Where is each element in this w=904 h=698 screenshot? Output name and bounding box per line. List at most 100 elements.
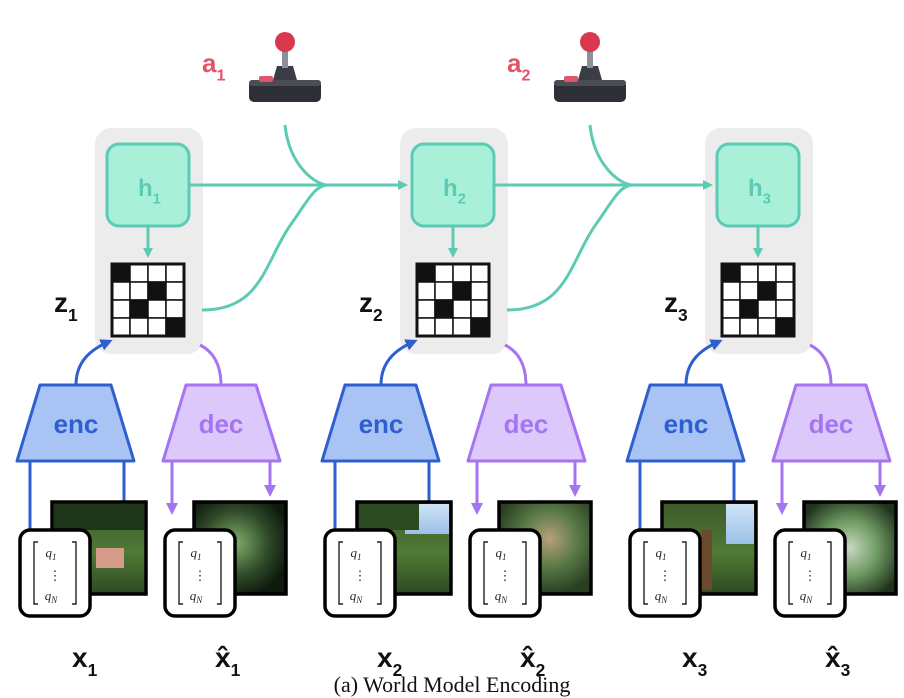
hidden-state-label: h3 bbox=[748, 175, 771, 208]
input-vector: q1⋮qN bbox=[323, 528, 397, 618]
output-vector-card bbox=[468, 528, 542, 618]
latent-label: z1 bbox=[54, 287, 78, 325]
encoder-label: enc bbox=[54, 409, 99, 439]
latent-cell bbox=[165, 299, 185, 319]
joystick-button bbox=[564, 76, 578, 82]
input-vector-bottom: qN bbox=[350, 588, 364, 605]
latent-grid bbox=[415, 262, 491, 338]
latent-cell bbox=[757, 263, 777, 283]
hidden-state-label-subscript: 1 bbox=[153, 192, 161, 208]
reconstruction-label: x̂2 bbox=[520, 642, 545, 680]
latent-grid-border bbox=[720, 262, 796, 338]
latent-cell bbox=[147, 281, 167, 301]
decoder-label: dec bbox=[809, 409, 854, 439]
tree-trunk bbox=[702, 530, 712, 590]
input-vector-top-subscript: 1 bbox=[662, 552, 667, 562]
z-to-dec-line bbox=[809, 343, 833, 386]
latent-cell bbox=[434, 281, 454, 301]
decoder-label: dec bbox=[199, 409, 244, 439]
latent-grid-border bbox=[110, 262, 186, 338]
input-vector-bottom-letter: q bbox=[45, 588, 52, 603]
reconstruction-label-letter: x̂ bbox=[825, 642, 841, 673]
output-vector-bracket-left bbox=[483, 541, 488, 605]
latent-label: z3 bbox=[664, 287, 688, 325]
latent-cell bbox=[721, 281, 741, 301]
latent-cell bbox=[165, 317, 185, 337]
z-to-dec-line bbox=[199, 343, 223, 386]
observation-label-subscript: 1 bbox=[88, 660, 98, 680]
latent-cell bbox=[452, 317, 472, 337]
latent-cell bbox=[775, 281, 795, 301]
reconstruction-label: x̂3 bbox=[825, 642, 851, 680]
joystick-button bbox=[259, 76, 273, 82]
input-vector-card bbox=[18, 528, 92, 618]
input-vector-bracket-right bbox=[72, 541, 77, 605]
output-vector-bracket-right bbox=[217, 541, 222, 605]
input-vector-dots: ⋮ bbox=[659, 568, 672, 583]
caption-text: (a) World Model Encoding bbox=[333, 672, 571, 697]
input-vector-bottom-letter: q bbox=[655, 588, 662, 603]
latent-cell bbox=[416, 299, 436, 319]
decoder-block bbox=[771, 383, 892, 463]
hidden-state-label: h1 bbox=[138, 175, 161, 208]
latent-cell bbox=[721, 299, 741, 319]
input-vector-bottom-subscript: N bbox=[660, 595, 668, 605]
input-vector: q1⋮qN bbox=[628, 528, 702, 618]
figure-caption: (a) World Model Encoding bbox=[0, 672, 904, 698]
latent-cell bbox=[775, 317, 795, 337]
output-vector: q1⋮qN bbox=[468, 528, 542, 618]
observation-label: x1 bbox=[72, 642, 98, 680]
input-vector-bracket-right bbox=[682, 541, 687, 605]
hidden-state-label-subscript: 3 bbox=[763, 192, 771, 208]
action-label: a2 bbox=[507, 48, 530, 84]
input-vector-top-letter: q bbox=[656, 545, 663, 560]
encoder-block bbox=[320, 383, 441, 463]
encoder-block bbox=[15, 383, 136, 463]
output-vector: q1⋮qN bbox=[163, 528, 237, 618]
encoder-label: enc bbox=[664, 409, 709, 439]
hidden-state-label: h2 bbox=[443, 175, 466, 208]
latent-cell bbox=[129, 299, 149, 319]
joystick-collar bbox=[578, 66, 602, 80]
input-vector-bracket-right bbox=[377, 541, 382, 605]
input-vector: q1⋮qN bbox=[18, 528, 92, 618]
latent-grid bbox=[720, 262, 796, 338]
foliage-patch bbox=[359, 504, 419, 530]
recurrent-flow-1 bbox=[189, 124, 408, 312]
output-vector-bottom-subscript: N bbox=[805, 595, 813, 605]
latent-cell bbox=[416, 317, 436, 337]
output-vector-dots: ⋮ bbox=[804, 568, 817, 583]
encoder-block bbox=[625, 383, 746, 463]
output-vector-top-letter: q bbox=[801, 545, 808, 560]
latent-cell bbox=[757, 299, 777, 319]
input-vector-dots: ⋮ bbox=[49, 568, 62, 583]
latent-label-subscript: 3 bbox=[678, 305, 688, 325]
output-vector-bracket-right bbox=[827, 541, 832, 605]
input-vector-top-letter: q bbox=[46, 545, 53, 560]
action-label-subscript: 2 bbox=[521, 66, 530, 84]
output-vector-bottom: qN bbox=[190, 588, 204, 605]
reconstruction-label-subscript: 1 bbox=[231, 660, 241, 680]
latent-cell bbox=[111, 263, 131, 283]
input-vector-bottom: qN bbox=[45, 588, 59, 605]
latent-cell bbox=[111, 299, 131, 319]
latent-cell bbox=[129, 281, 149, 301]
encoder-label: enc bbox=[359, 409, 404, 439]
latent-cell bbox=[739, 281, 759, 301]
joystick-ball bbox=[275, 32, 295, 52]
latent-label-letter: z bbox=[664, 287, 678, 318]
reconstruction-label-subscript: 3 bbox=[841, 660, 851, 680]
decoder-block bbox=[466, 383, 587, 463]
observation-label-letter: x bbox=[377, 642, 393, 673]
z-to-next-h-line bbox=[201, 183, 329, 312]
action-to-h-line bbox=[588, 124, 634, 187]
latent-label-subscript: 1 bbox=[68, 305, 78, 325]
output-vector-bottom-subscript: N bbox=[195, 595, 203, 605]
latent-label-subscript: 2 bbox=[373, 305, 383, 325]
output-vector-bottom: qN bbox=[495, 588, 509, 605]
input-vector-top-subscript: 1 bbox=[52, 552, 57, 562]
reconstruction-label-letter: x̂ bbox=[520, 642, 536, 673]
decoder-label: dec bbox=[504, 409, 549, 439]
